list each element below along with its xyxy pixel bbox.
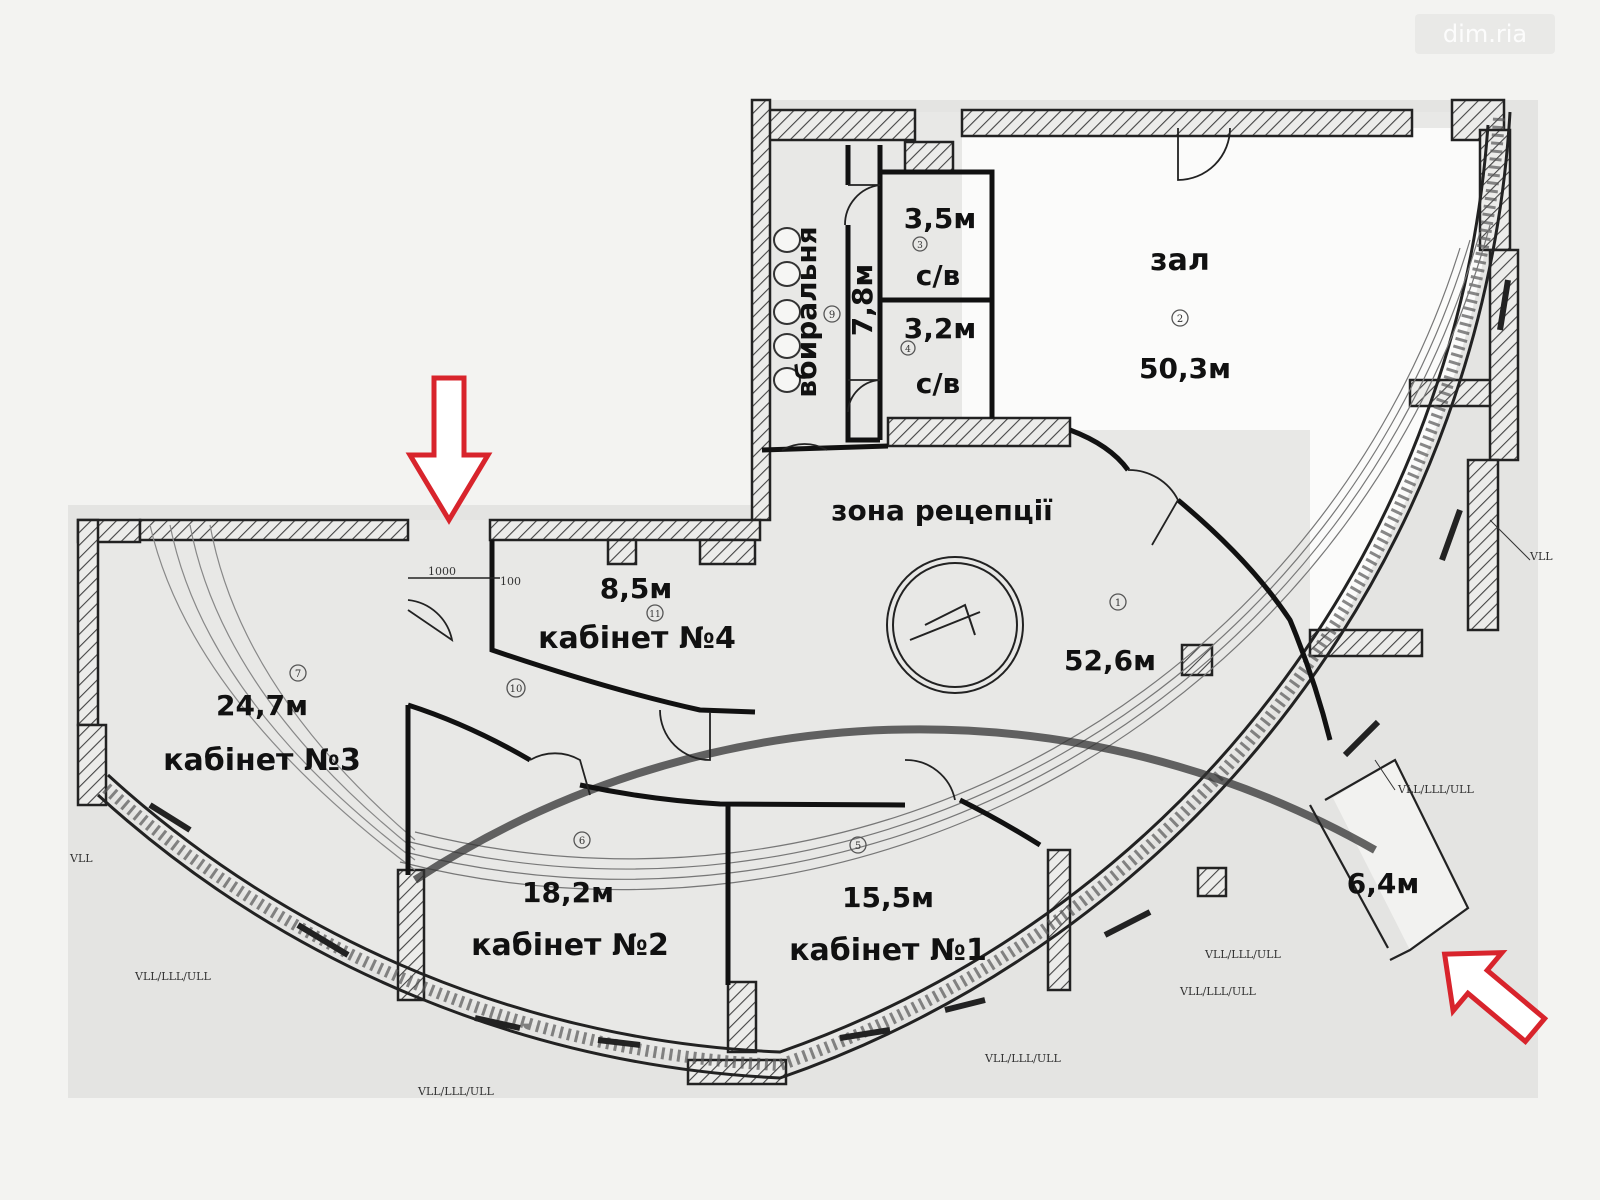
- room-area-office2: 18,2м: [522, 876, 614, 909]
- room-name-wc2: с/в: [916, 367, 961, 400]
- reception-desk: [886, 556, 1024, 694]
- window-marks: VLL VLL/LLL/ULL VLL/LLL/ULL VLL/LLL/ULL …: [69, 519, 1553, 1098]
- inner-arc-band: [149, 224, 1491, 891]
- vestibule-walls: [1309, 758, 1470, 961]
- room-name-office2: кабінет №2: [471, 928, 669, 963]
- window-mark-5: VLL/LLL/ULL: [984, 1052, 1061, 1065]
- walls: [76, 98, 1520, 1086]
- room-number-office4: 11: [649, 610, 660, 620]
- room-area-wc2: 3,2м: [904, 312, 977, 345]
- watermark: dim.ria: [1415, 14, 1555, 54]
- room-number-reception: 1: [1115, 598, 1121, 609]
- room-number-hall: 2: [1177, 314, 1183, 325]
- toilet-fixtures: [773, 227, 801, 393]
- room-number-office2: 6: [579, 836, 585, 847]
- entrance-arrow-bottom-right-icon: [1441, 950, 1549, 1046]
- room-labels: зал 2 50,3м зона рецепції 1 52,6м 8,5м 1…: [163, 202, 1419, 968]
- dimension-marks: 1000 100: [408, 565, 521, 588]
- room-number-wc2: 4: [905, 345, 911, 355]
- room-number-corridor: 10: [510, 684, 523, 695]
- window-mark-2: VLL/LLL/ULL: [1397, 783, 1474, 796]
- room-name-toilet: вбиральня: [790, 226, 823, 397]
- dimension-mark-1: 1000: [428, 565, 456, 578]
- room-name-hall: зал: [1150, 243, 1210, 278]
- room-area-vestibule: 6,4м: [1347, 867, 1420, 900]
- window-mark-1: VLL: [1529, 550, 1553, 563]
- watermark-text: dim.ria: [1443, 20, 1527, 48]
- door-swings: [407, 127, 1231, 801]
- entrance-arrow-top: [405, 375, 493, 525]
- room-area-office1: 15,5м: [842, 881, 934, 914]
- room-area-office4: 8,5м: [600, 572, 673, 605]
- room-name-office1: кабінет №1: [789, 933, 987, 968]
- window-mark-4: VLL/LLL/ULL: [1179, 985, 1256, 998]
- room-number-office1: 5: [855, 841, 861, 852]
- room-name-office4: кабінет №4: [538, 621, 736, 656]
- window-mark-3: VLL/LLL/ULL: [1204, 948, 1281, 961]
- dimension-mark-2: 100: [500, 575, 521, 588]
- room-number-office3: 7: [295, 669, 301, 680]
- room-area-hall: 50,3м: [1139, 352, 1231, 385]
- entrance-arrow-bottom-right: [1441, 950, 1549, 1046]
- room-area-wc1: 3,5м: [904, 202, 977, 235]
- room-area-toilet: 7,8м: [846, 264, 879, 337]
- room-name-office3: кабінет №3: [163, 743, 361, 778]
- room-number-toilet: 9: [829, 310, 835, 321]
- window-mark-6: VLL/LLL/ULL: [417, 1085, 494, 1098]
- room-area-reception: 52,6м: [1064, 644, 1156, 677]
- room-name-wc1: с/в: [916, 259, 961, 292]
- room-area-office3: 24,7м: [216, 689, 308, 722]
- partitions: [405, 145, 1333, 985]
- room-number-wc1: 3: [917, 241, 923, 251]
- window-mark-7: VLL/LLL/ULL: [134, 970, 211, 983]
- room-name-reception: зона рецепції: [831, 494, 1053, 527]
- entrance-arrow-top-icon: [405, 375, 493, 525]
- window-mark-8: VLL: [69, 852, 93, 865]
- outer-curved-wall: [96, 111, 1512, 1080]
